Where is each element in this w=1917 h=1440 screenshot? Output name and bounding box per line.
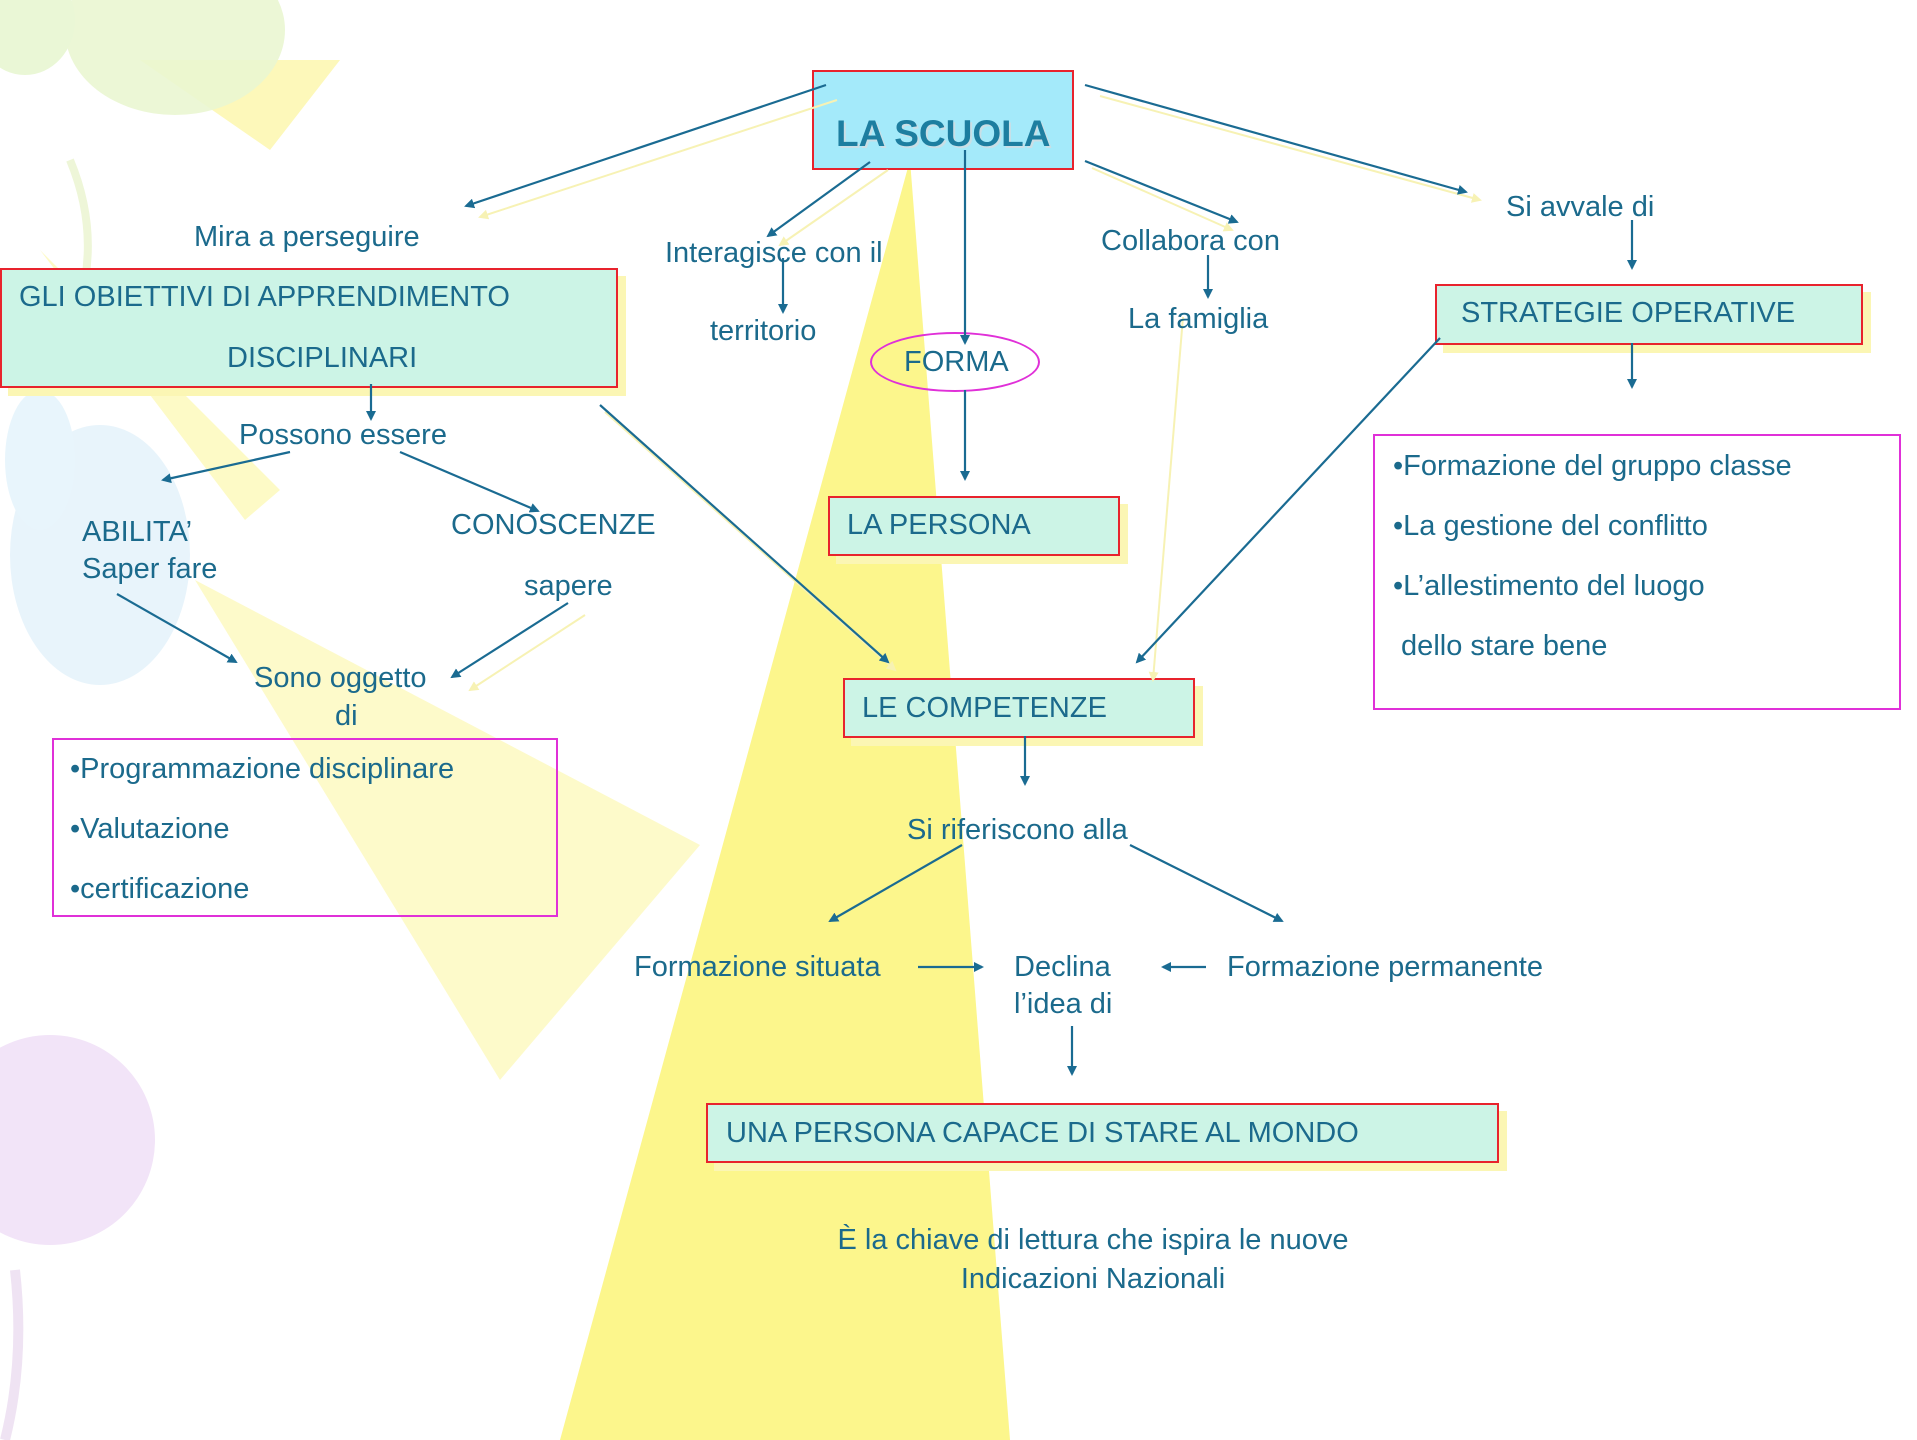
label-declina: Declina bbox=[1014, 951, 1111, 983]
list-box-disciplinare bbox=[52, 738, 558, 917]
label-abilita: ABILITA’ bbox=[82, 516, 193, 548]
capace-box bbox=[706, 1103, 1499, 1163]
label-sapere: sapere bbox=[524, 570, 613, 602]
footer-line2: Indicazioni Nazionali bbox=[960, 1263, 1226, 1295]
label-saper-fare: Saper fare bbox=[82, 553, 218, 585]
strategie-box bbox=[1435, 284, 1863, 345]
spotlight-triangle bbox=[195, 580, 700, 1080]
label-avvale: Si avvale di bbox=[1506, 191, 1655, 223]
balloon-string-green bbox=[66, 158, 92, 281]
list-item: •Valutazione bbox=[70, 813, 230, 845]
list-item: •L’allestimento del luogo bbox=[1393, 570, 1705, 602]
label-mira: Mira a perseguire bbox=[194, 221, 420, 253]
label-possono: Possono essere bbox=[239, 419, 447, 451]
obiettivi-box bbox=[0, 268, 618, 388]
arrow-possono-to-conoscenze bbox=[399, 450, 540, 513]
arrow-strategie-to-competenze bbox=[1135, 337, 1441, 664]
balloon-green-2 bbox=[0, 0, 75, 75]
list-item: •certificazione bbox=[70, 873, 250, 905]
arrow-si-riferiscono-to-situata bbox=[828, 844, 963, 922]
arrow-title-to-mira bbox=[464, 83, 827, 209]
label-di: di bbox=[335, 700, 358, 732]
list-item: •Formazione del gruppo classe bbox=[1393, 450, 1792, 482]
capace-text: UNA PERSONA CAPACE DI STARE AL MONDO bbox=[726, 1117, 1359, 1149]
label-collabora: Collabora con bbox=[1101, 225, 1280, 257]
arrow-title-to-avvale bbox=[1084, 83, 1468, 195]
obiettivi-text-line2: DISCIPLINARI bbox=[227, 342, 418, 374]
persona-text: LA PERSONA bbox=[847, 509, 1031, 541]
list-item: •La gestione del conflitto bbox=[1393, 510, 1708, 542]
competenze-box bbox=[843, 678, 1195, 738]
strategie-text: STRATEGIE OPERATIVE bbox=[1461, 297, 1796, 329]
label-interagisce: Interagisce con il bbox=[665, 237, 883, 269]
balloon-green bbox=[65, 0, 285, 115]
label-formazione-situata: Formazione situata bbox=[634, 951, 881, 983]
balloon-blue-2 bbox=[5, 390, 75, 530]
label-si-riferiscono: Si riferiscono alla bbox=[907, 814, 1128, 846]
arrow-sapere-to-sono-oggetto bbox=[450, 602, 569, 679]
arrow-title-to-interagisce bbox=[766, 161, 871, 238]
title-box bbox=[812, 70, 1074, 170]
label-famiglia: La famiglia bbox=[1128, 303, 1269, 335]
label-territorio: territorio bbox=[710, 315, 817, 347]
label-sono-oggetto: Sono oggetto bbox=[254, 662, 427, 694]
arrow-saper-fare-to-sono-oggetto bbox=[116, 593, 238, 663]
arrow-possono-to-abilita bbox=[161, 450, 291, 484]
balloon-string bbox=[0, 1269, 24, 1440]
list-item: dello stare bene bbox=[1393, 630, 1608, 662]
title-text: LA SCUOLA bbox=[836, 113, 1051, 154]
competenze-text: LE COMPETENZE bbox=[862, 692, 1107, 724]
arrow-title-to-collabora bbox=[1084, 159, 1239, 224]
balloon-purple bbox=[0, 1035, 155, 1245]
arrow-obiettivi-to-competenze bbox=[599, 404, 890, 664]
label-idea-di: l’idea di bbox=[1014, 988, 1113, 1020]
obiettivi-text-line1: GLI OBIETTIVI DI APPRENDIMENTO bbox=[19, 281, 510, 313]
label-forma: FORMA bbox=[904, 346, 1009, 378]
forma-ellipse bbox=[870, 332, 1040, 392]
arrow-si-riferiscono-to-permanente bbox=[1129, 844, 1284, 922]
list-box-strategie bbox=[1373, 434, 1901, 710]
persona-box bbox=[828, 496, 1120, 556]
label-conoscenze: CONOSCENZE bbox=[451, 509, 656, 541]
label-formazione-permanente: Formazione permanente bbox=[1227, 951, 1543, 983]
footer-line1: È la chiave di lettura che ispira le nuo… bbox=[837, 1224, 1349, 1256]
list-item: •Programmazione disciplinare bbox=[70, 753, 455, 785]
arrow-shadows bbox=[468, 95, 1482, 692]
